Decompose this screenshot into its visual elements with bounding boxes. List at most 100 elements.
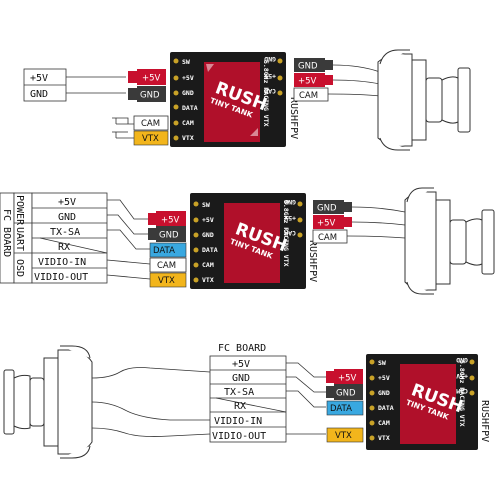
svg-text:VTX: VTX	[182, 134, 194, 142]
svg-text:VIDIO-OUT: VIDIO-OUT	[34, 272, 88, 283]
plug-3-5v: +5V	[326, 369, 363, 385]
svg-text:VIDIO-IN: VIDIO-IN	[214, 416, 262, 427]
svg-text:GND: GND	[456, 356, 468, 364]
svg-text:DATA: DATA	[330, 404, 352, 414]
svg-text:DATA: DATA	[182, 104, 198, 112]
svg-text:+5V: +5V	[232, 359, 250, 370]
svg-text:RX: RX	[58, 242, 70, 253]
svg-text:+5V: +5V	[202, 216, 214, 224]
vtx-board-3: SW +5V GND DATA CAM VTX RUSH TINY TANK 5…	[366, 354, 478, 450]
svg-text:GND: GND	[140, 91, 160, 101]
diagram-2: FC BOARD POWER UART OSD +5V GND TX-SA RX…	[0, 187, 495, 295]
svg-text:GND: GND	[232, 373, 250, 384]
board-3-maker: RUSHFPV	[479, 400, 490, 442]
svg-text:SW: SW	[202, 201, 210, 209]
board-1-logo: RUSH TINY TANK	[204, 62, 270, 142]
fc-board-label-2: FC BOARD	[1, 209, 12, 257]
plug-right-cam: CAM	[293, 87, 329, 102]
svg-text:GND: GND	[298, 62, 318, 72]
svg-text:+5V: +5V	[298, 77, 317, 87]
svg-text:GND: GND	[202, 231, 214, 239]
source-5v-label: +5V	[30, 73, 48, 84]
plug-2-data: DATA	[149, 242, 187, 258]
svg-text:+5V: +5V	[456, 372, 468, 380]
svg-text:+5V: +5V	[161, 216, 180, 226]
svg-text:+5V: +5V	[317, 219, 336, 229]
svg-text:VTX: VTX	[378, 434, 390, 442]
group-uart: UART	[14, 227, 25, 251]
svg-text:CAM: CAM	[378, 419, 390, 427]
svg-text:GND: GND	[159, 231, 179, 241]
svg-text:DATA: DATA	[202, 246, 218, 254]
svg-text:VTX: VTX	[158, 276, 175, 286]
plug-2-cam: CAM	[149, 257, 187, 273]
power-source-box: +5V GND	[23, 68, 67, 102]
svg-text:VIDIO-IN: VIDIO-IN	[38, 257, 86, 268]
svg-text:CAM: CAM	[299, 91, 318, 101]
fc-board-label-3: FC BOARD	[218, 343, 266, 354]
svg-text:RX: RX	[234, 401, 246, 412]
source-gnd-label: GND	[30, 89, 48, 100]
svg-text:DATA: DATA	[378, 404, 394, 412]
plug-5v: +5V	[128, 69, 166, 85]
plug-right-5v: +5V	[294, 73, 333, 87]
svg-text:CAM: CAM	[264, 87, 276, 95]
svg-text:TX-SA: TX-SA	[50, 227, 80, 238]
plug-cam: CAM	[133, 115, 169, 131]
plug-3-gnd: GND	[326, 384, 363, 400]
svg-text:CAM: CAM	[318, 233, 337, 243]
group-osd: OSD	[14, 259, 25, 277]
svg-text:GND: GND	[336, 389, 356, 399]
fc-board-table-2: FC BOARD POWER UART OSD +5V GND TX-SA RX…	[0, 192, 108, 284]
svg-text:+5V: +5V	[284, 214, 296, 222]
svg-text:CAM: CAM	[182, 119, 194, 127]
svg-text:+5V: +5V	[58, 197, 76, 208]
plug-2-right-cam: CAM	[312, 229, 348, 244]
board-2-subtitle: 5.8GHz RACING VTX	[282, 200, 290, 267]
svg-text:VIDIO-OUT: VIDIO-OUT	[212, 431, 266, 442]
svg-text:DATA: DATA	[153, 246, 175, 256]
plug-2-vtx: VTX	[149, 272, 187, 288]
vtx-board-2: SW +5V GND DATA CAM VTX RUSH TINY TANK 5…	[190, 193, 306, 289]
svg-text:CAM: CAM	[456, 387, 468, 395]
svg-text:GND: GND	[284, 198, 296, 206]
plug-2-right-gnd: GND	[313, 200, 352, 214]
board-1-left-pins: SW +5V GND DATA CAM VTX	[173, 58, 198, 142]
svg-text:CAM: CAM	[157, 261, 176, 271]
svg-text:VTX: VTX	[142, 134, 159, 144]
plug-2-5v: +5V	[148, 211, 186, 227]
vtx-board-1: SW +5V GND DATA CAM VTX RUSH TINY TANK 5…	[170, 52, 286, 147]
board-3-subtitle: 5.8GHz RACING VTX	[458, 360, 466, 427]
plug-3-data: DATA	[326, 400, 364, 416]
camera-2	[404, 187, 495, 295]
svg-text:GND: GND	[264, 55, 276, 63]
svg-text:GND: GND	[182, 89, 194, 97]
svg-text:GND: GND	[317, 204, 337, 214]
svg-text:VTX: VTX	[202, 276, 214, 284]
plug-gnd: GND	[128, 86, 166, 102]
svg-text:TX-SA: TX-SA	[224, 387, 254, 398]
diagram-1: +5V GND +5V GND CAM VTX	[23, 49, 471, 151]
svg-text:+5V: +5V	[182, 74, 194, 82]
svg-text:+5V: +5V	[338, 374, 357, 384]
svg-text:+5V: +5V	[142, 74, 161, 84]
svg-text:CAM: CAM	[202, 261, 214, 269]
board-2-maker: RUSHFPV	[307, 240, 318, 282]
svg-text:GND: GND	[58, 212, 76, 223]
board-1-maker: RUSHFPV	[288, 97, 299, 139]
fc-board-table-3: FC BOARD +5V GND TX-SA RX VIDIO-IN VIDIO…	[209, 343, 287, 443]
plug-vtx: VTX	[133, 130, 169, 146]
svg-text:SW: SW	[378, 359, 386, 367]
plug-3-vtx: VTX	[326, 427, 364, 443]
group-power: POWER	[14, 195, 25, 226]
svg-text:+5V: +5V	[378, 374, 390, 382]
svg-text:+5V: +5V	[264, 72, 276, 80]
camera-3	[3, 345, 93, 459]
camera-1	[377, 49, 471, 151]
svg-text:VTX: VTX	[335, 431, 352, 441]
board-1-subtitle: 5.8GHz RACING VTX	[262, 60, 270, 127]
plug-2-right-5v: +5V	[313, 215, 352, 229]
svg-text:CAM: CAM	[141, 119, 160, 129]
